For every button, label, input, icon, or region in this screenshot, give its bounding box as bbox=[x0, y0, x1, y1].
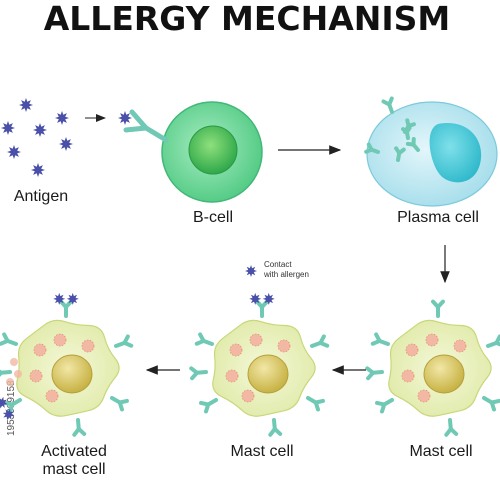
receptor-icon bbox=[306, 396, 325, 412]
receptor-icon bbox=[0, 366, 12, 381]
receptor-icon bbox=[72, 418, 87, 437]
granule-icon bbox=[81, 339, 95, 353]
mast-cell-nucleus bbox=[51, 354, 93, 394]
label-activated-line1: Activated bbox=[41, 443, 107, 460]
receptor-icon bbox=[364, 142, 380, 154]
antigen-icon bbox=[19, 98, 33, 112]
granule-icon bbox=[29, 369, 43, 383]
label-antigen: Antigen bbox=[14, 188, 68, 205]
receptor-icon bbox=[394, 146, 406, 162]
antigen-icon bbox=[245, 265, 257, 277]
receptor-icon bbox=[444, 418, 459, 437]
antigen-icon bbox=[59, 137, 73, 151]
receptor-icon bbox=[381, 96, 394, 114]
receptor-icon bbox=[249, 292, 275, 318]
receptor-icon bbox=[0, 396, 22, 421]
antigen-icon bbox=[0, 396, 8, 409]
receptor-icon bbox=[431, 299, 445, 318]
mast-cell-nucleus bbox=[423, 354, 465, 394]
antigen-icon bbox=[2, 408, 15, 421]
released-granule-icon bbox=[6, 378, 14, 386]
granule-icon bbox=[53, 333, 67, 347]
granule-icon bbox=[417, 389, 431, 403]
antigen-icon bbox=[249, 292, 262, 305]
released-granule-icon bbox=[10, 358, 18, 366]
plasma-cell bbox=[364, 96, 498, 207]
granule-icon bbox=[405, 343, 419, 357]
antigen-icon bbox=[7, 145, 21, 159]
granule-icon bbox=[425, 333, 439, 347]
receptor-icon bbox=[0, 332, 18, 346]
antigen-cluster bbox=[1, 98, 73, 177]
receptor-icon bbox=[375, 398, 394, 414]
antigen-icon bbox=[1, 121, 15, 135]
antigen-icon bbox=[31, 163, 45, 177]
mast-cell-activated bbox=[0, 292, 134, 437]
antigen-icon bbox=[33, 123, 47, 137]
receptor-icon bbox=[365, 366, 384, 381]
granule-icon bbox=[33, 343, 47, 357]
antigen-icon bbox=[53, 292, 66, 305]
granule-icon bbox=[401, 369, 415, 383]
page-title: ALLERGY MECHANISM bbox=[44, 0, 451, 38]
granule-icon bbox=[249, 333, 263, 347]
granule-icon bbox=[225, 369, 239, 383]
label-mast-cell-right: Mast cell bbox=[409, 443, 472, 460]
contact-allergen-note: Contact with allergen bbox=[245, 260, 309, 279]
label-mast-cell-middle: Mast cell bbox=[230, 443, 293, 460]
antigen-icon bbox=[55, 111, 69, 125]
b-cell bbox=[161, 101, 263, 203]
label-b-cell: B-cell bbox=[193, 209, 233, 226]
receptor-icon bbox=[486, 334, 500, 348]
receptor-icon bbox=[110, 396, 129, 412]
receptor-icon bbox=[199, 398, 218, 414]
contact-label-line2: with allergen bbox=[263, 270, 309, 279]
mast-cell-sensitized bbox=[365, 299, 500, 437]
label-activated-line2: mast cell bbox=[42, 461, 105, 478]
antigen-icon bbox=[118, 111, 132, 125]
b-cell-receptor bbox=[118, 109, 169, 143]
antigen-icon bbox=[262, 292, 275, 305]
granule-icon bbox=[45, 389, 59, 403]
granule-icon bbox=[277, 339, 291, 353]
mast-cell-nucleus bbox=[247, 354, 289, 394]
receptor-icon bbox=[189, 366, 208, 381]
receptor-icon bbox=[482, 396, 500, 412]
label-plasma-cell: Plasma cell bbox=[397, 209, 479, 226]
receptor-icon bbox=[194, 332, 214, 346]
receptor-icon bbox=[401, 125, 412, 140]
antigen-icon bbox=[66, 292, 79, 305]
receptor-icon bbox=[370, 332, 390, 346]
granule-icon bbox=[241, 389, 255, 403]
receptor-icon bbox=[310, 334, 330, 348]
mast-cell-contact bbox=[189, 292, 330, 437]
receptor-icon bbox=[53, 292, 79, 318]
granule-icon bbox=[229, 343, 243, 357]
receptor-icon bbox=[114, 334, 134, 348]
receptor-icon bbox=[405, 136, 420, 152]
contact-label-line1: Contact bbox=[264, 260, 292, 269]
receptor-icon bbox=[268, 418, 283, 437]
granule-icon bbox=[453, 339, 467, 353]
released-granule-icon bbox=[14, 370, 22, 378]
